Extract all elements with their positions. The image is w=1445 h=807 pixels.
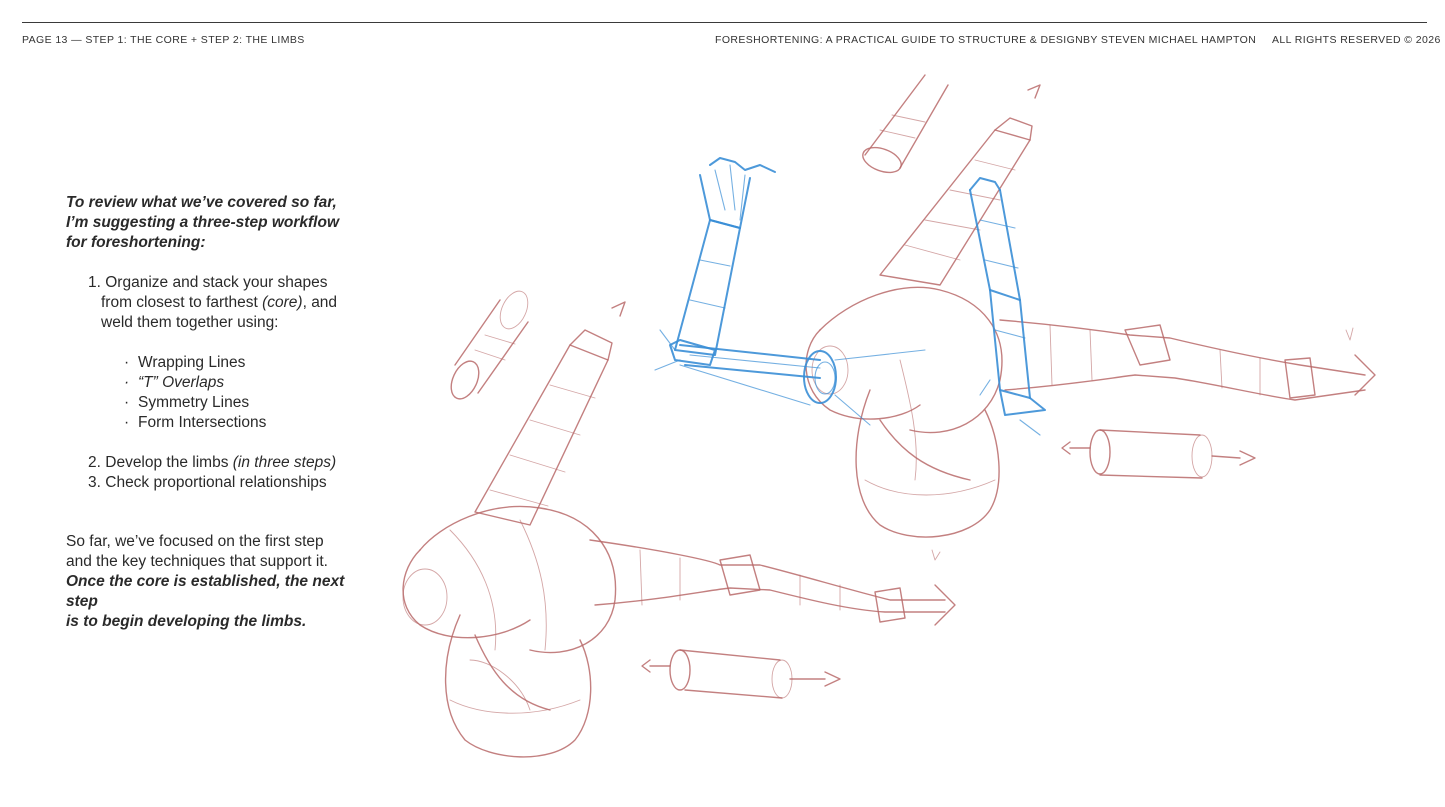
foreshortening-sketch-illustration — [402, 74, 1376, 758]
step-1-emphasis: (core) — [262, 294, 303, 311]
lower-figure-sketch — [402, 290, 956, 758]
copyright-notice: ALL RIGHTS RESERVED © 2026 — [1272, 34, 1441, 46]
summary-line: So far, we’ve focused on the first step — [66, 533, 324, 550]
blue-limb-construction-sketch — [654, 157, 1046, 436]
page-label: PAGE 13 — STEP 1: THE CORE + STEP 2: THE… — [22, 34, 305, 46]
workflow-steps: 1. Organize and stack your shapes from c… — [66, 273, 366, 493]
step-1-text: , and — [302, 294, 338, 311]
technique-item: Form Intersections — [124, 413, 366, 433]
summary-emphasis-line: is to begin developing the limbs. — [66, 613, 307, 630]
step-3: 3. Check proportional relationships — [88, 473, 366, 493]
intro-line: I’m suggesting a three-step workflow — [66, 214, 340, 231]
step-1-number: 1. — [88, 274, 101, 291]
step-1-text: Organize and stack your shapes — [105, 274, 328, 291]
step-2-text: Develop the limbs — [105, 454, 233, 471]
step-1-line-3: weld them together using: — [101, 314, 279, 331]
author-credit: BY STEVEN MICHAEL HAMPTON — [1083, 34, 1257, 46]
book-title: FORESHORTENING: A PRACTICAL GUIDE TO STR… — [715, 34, 1084, 46]
step-2-number: 2. — [88, 454, 101, 471]
text-column: To review what we’ve covered so far, I’m… — [66, 193, 366, 648]
step-1-line-1: 1. Organize and stack your shapes — [88, 273, 366, 293]
technique-item: Symmetry Lines — [124, 393, 366, 413]
technique-item: “T” Overlaps — [124, 373, 366, 393]
header-rule — [22, 22, 1427, 23]
summary-emphasis-line: Once the core is established, the next s… — [66, 573, 345, 610]
intro-line: To review what we’ve covered so far, — [66, 194, 337, 211]
upper-figure-sketch — [805, 74, 1376, 538]
step-1-line-2: from closest to farthest (core), and — [88, 293, 366, 313]
step-1: 1. Organize and stack your shapes from c… — [88, 273, 366, 433]
intro-line: for foreshortening: — [66, 234, 206, 251]
technique-item: Wrapping Lines — [124, 353, 366, 373]
step-2-emphasis: (in three steps) — [232, 454, 337, 471]
step-3-text: Check proportional relationships — [105, 474, 327, 491]
summary-paragraph: So far, we’ve focused on the first step … — [66, 532, 366, 632]
technique-list: Wrapping Lines “T” Overlaps Symmetry Lin… — [124, 353, 366, 433]
step-3-number: 3. — [88, 474, 101, 491]
step-1-text: from closest to farthest — [101, 294, 263, 311]
intro-paragraph: To review what we’ve covered so far, I’m… — [66, 193, 366, 253]
summary-line: and the key techniques that support it. — [66, 553, 328, 570]
step-2: 2. Develop the limbs (in three steps) — [88, 453, 366, 473]
